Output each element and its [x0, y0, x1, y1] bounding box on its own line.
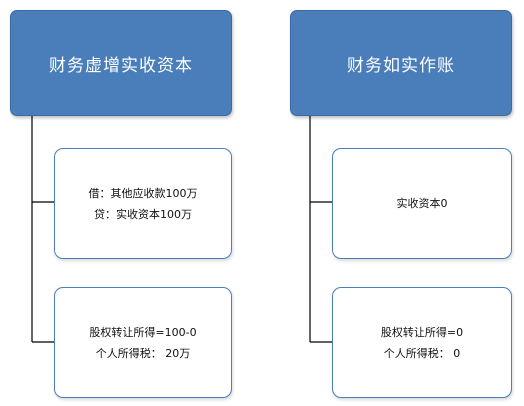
left-child-2-line-2: 个人所得税： 20万 [95, 346, 191, 360]
left-child-1-line-2: 贷：实收资本100万 [94, 207, 192, 221]
right-header-text: 财务如实作账 [347, 55, 455, 76]
right-child-1-line-1: 实收资本0 [396, 197, 448, 210]
right-child-2-line-1: 股权转让所得=0 [380, 325, 464, 339]
left-child-box-1: 借：其他应收款100万 贷：实收资本100万 [54, 148, 232, 259]
right-header-box: 财务如实作账 [290, 10, 512, 116]
left-child-2-line-1: 股权转让所得=100-0 [89, 325, 197, 339]
left-child-box-2: 股权转让所得=100-0 个人所得税： 20万 [54, 287, 232, 398]
right-child-box-2: 股权转让所得=0 个人所得税： 0 [332, 287, 512, 398]
left-child-1-line-1: 借：其他应收款100万 [88, 186, 198, 200]
left-header-box: 财务虚增实收资本 [10, 10, 232, 116]
right-child-2-line-2: 个人所得税： 0 [383, 346, 461, 360]
right-child-box-1: 实收资本0 [332, 148, 512, 259]
left-header-text: 财务虚增实收资本 [49, 55, 193, 76]
